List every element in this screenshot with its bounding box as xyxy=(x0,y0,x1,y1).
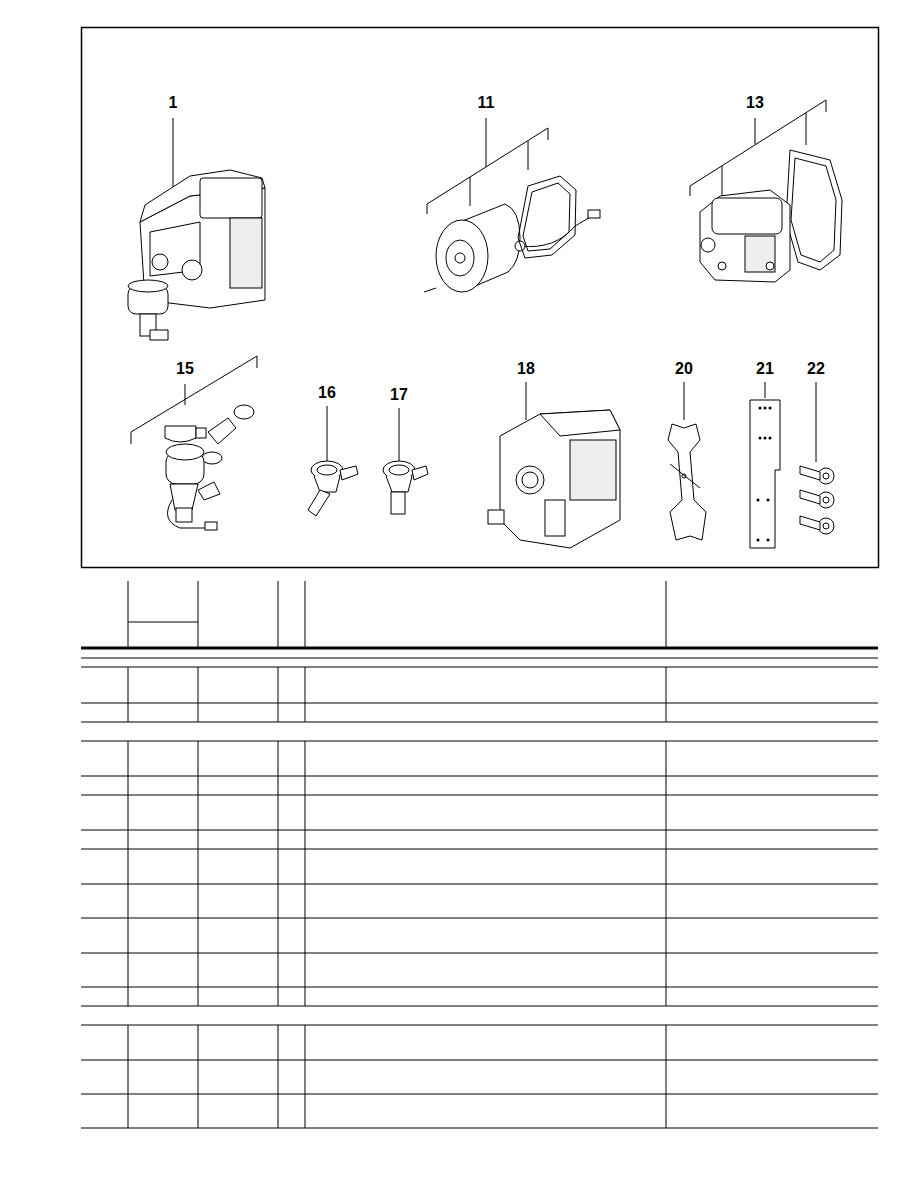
control-housing xyxy=(488,410,620,548)
table-rule xyxy=(278,741,279,1006)
table-rule xyxy=(278,667,279,722)
callout-number: 16 xyxy=(318,384,336,402)
table-rule xyxy=(128,667,129,722)
heat-exchanger xyxy=(700,150,842,282)
callout-number: 20 xyxy=(675,360,693,378)
callout-number: 22 xyxy=(807,360,825,378)
heater-unit xyxy=(128,170,265,340)
callout-number: 11 xyxy=(478,94,495,112)
screws xyxy=(800,466,834,534)
mounting-plate xyxy=(668,424,706,540)
water-pump xyxy=(165,405,254,530)
frame xyxy=(82,28,879,568)
table-rule xyxy=(198,667,199,722)
callout-number: 18 xyxy=(517,360,535,378)
table-rule xyxy=(128,741,129,1006)
parts-table xyxy=(81,581,878,1128)
table-rule xyxy=(278,1025,279,1128)
callout-number: 13 xyxy=(746,94,764,112)
leader-lines xyxy=(131,100,826,462)
mounting-strip xyxy=(750,400,780,548)
table-rule xyxy=(198,1025,199,1128)
callout-number: 17 xyxy=(390,386,408,404)
blower-motor xyxy=(424,176,600,292)
table-rule xyxy=(305,1025,306,1128)
table-rule xyxy=(666,667,667,722)
callout-number: 21 xyxy=(756,360,774,378)
table-rule xyxy=(305,741,306,1006)
callout-number: 1 xyxy=(169,94,178,112)
pipe-fittings xyxy=(308,461,428,516)
table-rule xyxy=(198,741,199,1006)
callout-number: 15 xyxy=(176,360,194,378)
table-rule xyxy=(666,741,667,1006)
table-rule xyxy=(666,1025,667,1128)
table-rule xyxy=(305,667,306,722)
table-rule xyxy=(128,1025,129,1128)
